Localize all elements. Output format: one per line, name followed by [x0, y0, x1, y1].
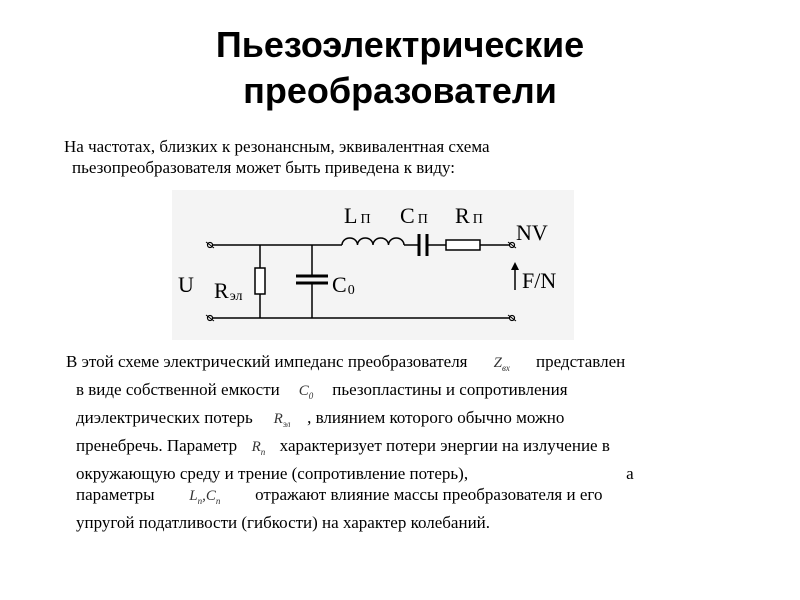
para-l6a: параметры	[76, 485, 155, 504]
para-l3a: диэлектрических потерь	[76, 408, 253, 427]
para-line-2: в виде собственной емкости C0 пьезопласт…	[66, 379, 772, 407]
symbol-c0: C0	[298, 383, 314, 401]
para-l5a: окружающую среду и трение (сопротивление…	[76, 464, 469, 483]
label-c0: C0	[332, 272, 355, 298]
terminal-tick	[507, 241, 517, 249]
symbol-rp: Rп	[251, 439, 266, 457]
para-line-4: пренебречь. Параметр Rп характеризует по…	[66, 435, 772, 463]
para-l5b: а	[626, 464, 634, 483]
para-line-1: В этой схеме электрический импеданс прео…	[66, 351, 772, 379]
intro-line-2: пьезопреобразователя может быть приведен…	[72, 158, 456, 177]
description-paragraph: В этой схеме электрический импеданс прео…	[66, 351, 772, 533]
symbol-lp-cp: Lп,Cп	[189, 488, 221, 506]
slide-title: Пьезоэлектрические преобразователи	[0, 22, 800, 114]
intro-line-1: На частотах, близких к резонансным, экви…	[64, 137, 490, 156]
terminal-tick	[507, 314, 517, 322]
inductor-lp	[341, 237, 405, 246]
para-l6b: отражают влияние массы преобразователя и…	[255, 485, 603, 504]
para-l2b: пьезопластины и сопротивления	[332, 380, 568, 399]
symbol-rel: Rэл	[273, 411, 291, 429]
title-line-2: преобразователи	[243, 70, 557, 111]
para-l4a: пренебречь. Параметр	[76, 436, 238, 455]
title-line-1: Пьезоэлектрические	[215, 24, 585, 65]
resistor-rp	[445, 239, 481, 251]
para-line-5: окружающую среду и трение (сопротивление…	[66, 463, 772, 484]
para-line-3: диэлектрических потерь Rэл , влиянием кот…	[66, 407, 772, 435]
resistor-rel	[254, 267, 266, 295]
terminal-tick	[205, 241, 215, 249]
label-nv: NV	[516, 220, 548, 245]
para-l1b: представлен	[536, 352, 626, 371]
para-line-7: упругой податливости (гибкости) на харак…	[76, 513, 491, 532]
para-l4b: характеризует потери энергии на излучени…	[279, 436, 610, 455]
label-fn: F/N	[522, 268, 556, 293]
symbol-zvx: Zвх	[493, 355, 510, 373]
para-l2a: в виде собственной емкости	[76, 380, 280, 399]
terminal-tick	[205, 314, 215, 322]
intro-text: На частотах, близких к резонансным, экви…	[64, 136, 664, 178]
para-line-6: параметры Lп,Cп отражают влияние массы п…	[66, 484, 772, 512]
para-l1a: В этой схеме электрический импеданс прео…	[66, 352, 468, 371]
label-u: U	[178, 272, 194, 297]
para-l3b: , влиянием которого обычно можно	[307, 408, 565, 427]
force-arrow-head	[511, 262, 519, 270]
label-rel: Rэл	[214, 278, 242, 304]
